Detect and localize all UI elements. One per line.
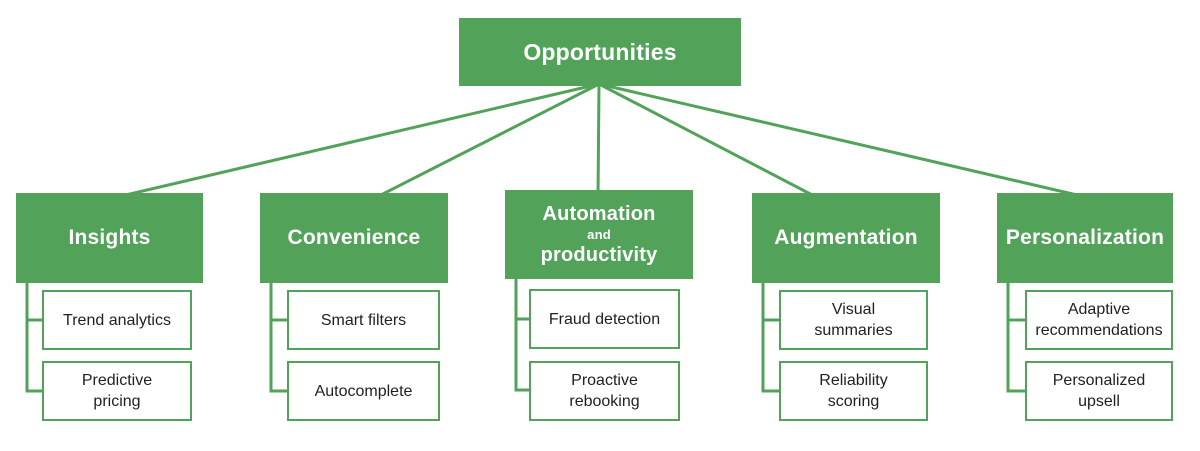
node-autocomplete: Autocomplete xyxy=(287,361,440,421)
bracket-convenience xyxy=(269,281,289,393)
edge-root-augmentation xyxy=(598,82,819,200)
node-insights: Insights xyxy=(16,193,203,283)
bracket-personalization xyxy=(1006,281,1027,393)
node-visual-summaries-label: Visual summaries xyxy=(814,301,893,339)
node-personalized-upsell-label: Personalized upsell xyxy=(1052,372,1146,410)
node-automation-label-line2: productivity xyxy=(540,244,658,266)
node-convenience: Convenience xyxy=(260,193,448,283)
node-opportunities-label: Opportunities xyxy=(523,38,677,65)
bracket-augmentation xyxy=(761,281,781,393)
node-predictive-pricing: Predictive pricing xyxy=(42,361,192,421)
node-personalization: Personalization xyxy=(997,193,1173,283)
bracket-insights xyxy=(25,281,44,393)
node-proactive-rebooking-label: Proactive rebooking xyxy=(569,372,640,410)
node-trend-analytics-label: Trend analytics xyxy=(63,311,171,329)
node-predictive-pricing-label: Predictive pricing xyxy=(81,372,153,410)
node-personalized-upsell: Personalized upsell xyxy=(1025,361,1173,421)
node-fraud-detection-label: Fraud detection xyxy=(548,310,661,328)
node-insights-label: Insights xyxy=(68,226,151,249)
node-smart-filters: Smart filters xyxy=(287,290,440,350)
node-automation-label-line1: Automation xyxy=(542,203,656,225)
edge-root-convenience xyxy=(374,82,600,200)
node-adaptive-recommendations: Adaptive recommendations xyxy=(1025,290,1173,350)
edge-root-insights xyxy=(112,82,600,200)
edge-root-personalization xyxy=(598,82,1091,200)
edge-root-automation xyxy=(596,83,601,199)
node-automation-label-connector: and xyxy=(587,227,611,242)
node-opportunities: Opportunities xyxy=(459,18,741,86)
node-adaptive-recommendations-label: Adaptive recommendations xyxy=(1035,301,1163,339)
node-proactive-rebooking: Proactive rebooking xyxy=(529,361,680,421)
node-reliability-scoring-label: Reliability scoring xyxy=(819,372,888,410)
node-trend-analytics: Trend analytics xyxy=(42,290,192,350)
node-augmentation: Augmentation xyxy=(752,193,940,283)
node-autocomplete-label: Autocomplete xyxy=(314,382,413,400)
node-augmentation-label: Augmentation xyxy=(774,226,918,249)
node-smart-filters-label: Smart filters xyxy=(320,311,407,329)
node-fraud-detection: Fraud detection xyxy=(529,289,680,349)
bracket-automation xyxy=(514,277,531,392)
node-automation-productivity: Automation and productivity xyxy=(505,190,693,279)
node-convenience-label: Convenience xyxy=(287,226,421,249)
node-personalization-label: Personalization xyxy=(1005,226,1165,249)
node-reliability-scoring: Reliability scoring xyxy=(779,361,928,421)
node-visual-summaries: Visual summaries xyxy=(779,290,928,350)
